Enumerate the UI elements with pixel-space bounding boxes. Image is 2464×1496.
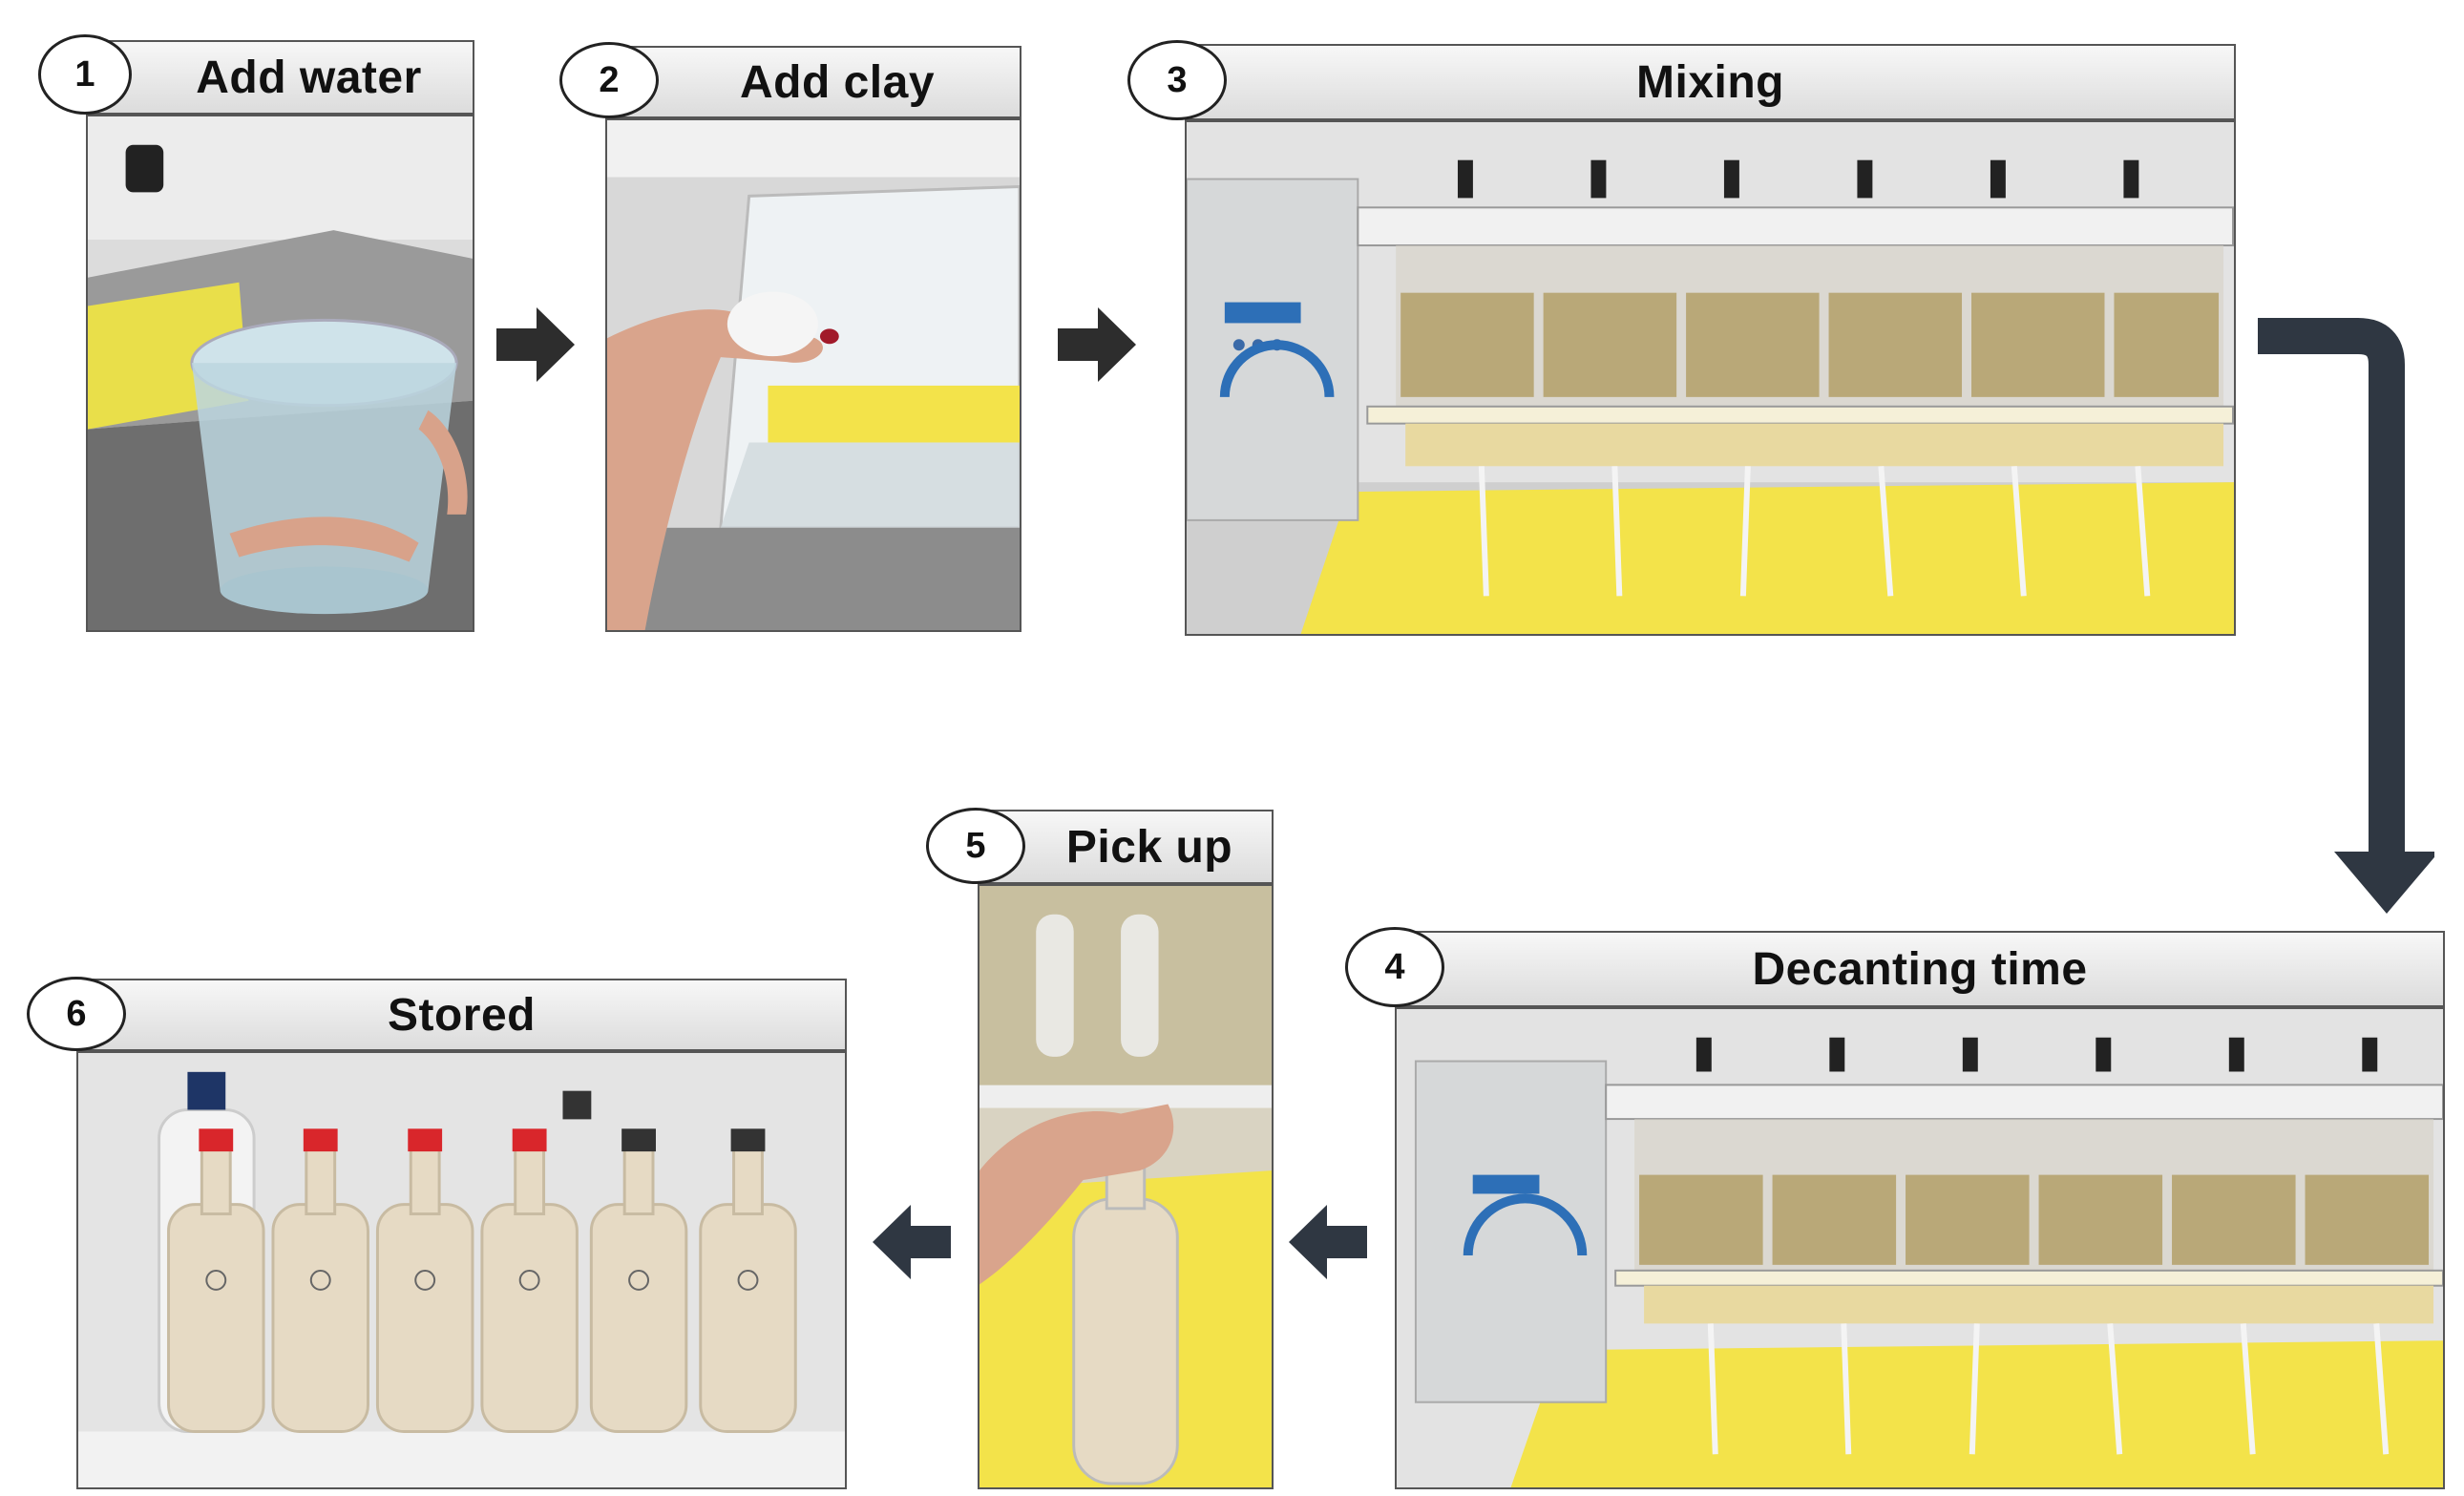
step-2-number-badge: 2 xyxy=(559,42,659,118)
step-3-photo xyxy=(1185,120,2236,636)
step-1-photo xyxy=(86,115,474,632)
step-5-label: Pick up xyxy=(1065,821,1233,873)
step-4-number-badge: 4 xyxy=(1345,927,1444,1007)
step-2-label: Add clay xyxy=(739,56,936,108)
arrow-right-icon xyxy=(496,307,575,382)
step-3-number: 3 xyxy=(1167,59,1188,100)
step-3-label: Mixing xyxy=(1636,56,1784,108)
step-4: Decanting time xyxy=(1345,927,2445,1489)
step-6: Stored xyxy=(27,977,847,1489)
arrow-left-icon xyxy=(873,1205,951,1279)
step-5-number: 5 xyxy=(965,825,986,866)
arrow-left-icon xyxy=(1289,1205,1367,1279)
step-4-label: Decanting time xyxy=(1752,943,2088,995)
step-6-header: Stored xyxy=(76,979,847,1051)
step-3-number-badge: 3 xyxy=(1127,40,1227,120)
arrow-right-icon xyxy=(1058,307,1136,382)
elbow-arrow-down-icon xyxy=(2243,307,2434,918)
step-3: Mixing xyxy=(1127,40,2236,636)
step-2-header: Add clay xyxy=(605,46,1021,118)
step-6-number: 6 xyxy=(66,993,87,1034)
step-1-number: 1 xyxy=(74,53,95,95)
step-4-photo xyxy=(1395,1007,2445,1489)
step-4-header: Decanting time xyxy=(1395,931,2445,1007)
step-1-label: Add water xyxy=(196,52,422,103)
step-6-photo xyxy=(76,1051,847,1489)
step-2: Add clay 2 xyxy=(559,42,1021,632)
step-6-label: Stored xyxy=(387,989,536,1041)
step-2-photo xyxy=(605,118,1021,632)
step-1: Add water 1 xyxy=(38,34,474,632)
step-5-photo xyxy=(978,884,1274,1489)
step-5-header: Pick up xyxy=(978,810,1274,884)
step-2-number: 2 xyxy=(599,59,620,100)
step-6-number-badge: 6 xyxy=(27,977,126,1051)
step-4-number: 4 xyxy=(1384,946,1405,987)
step-3-header: Mixing xyxy=(1185,44,2236,120)
step-5: Pick up 5 xyxy=(926,808,1274,1489)
step-1-header: Add water xyxy=(86,40,474,115)
step-5-number-badge: 5 xyxy=(926,808,1025,884)
step-1-number-badge: 1 xyxy=(38,34,132,115)
